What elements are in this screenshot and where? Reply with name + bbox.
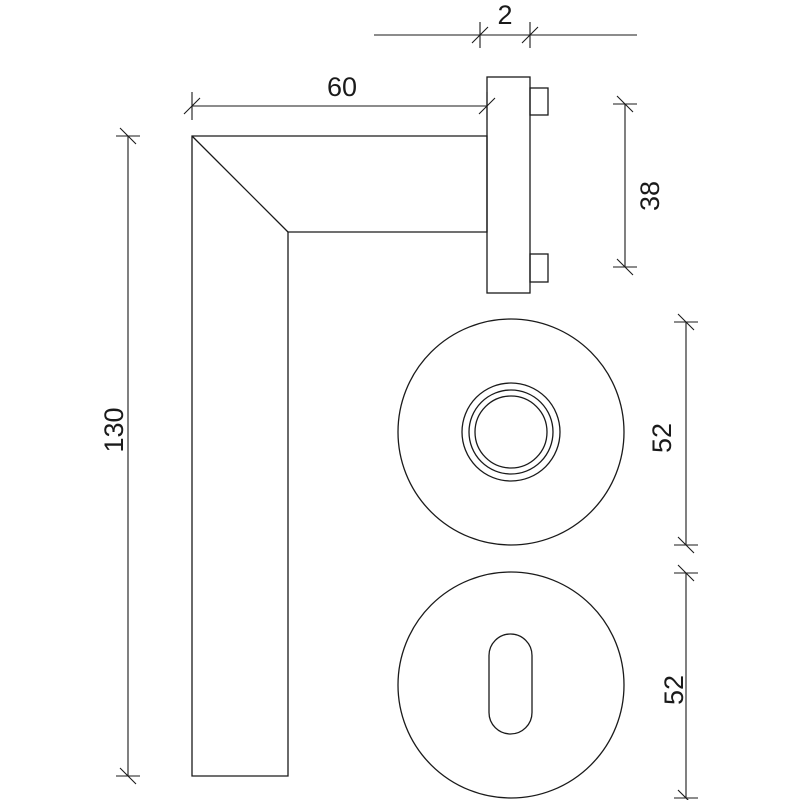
dimension-label-52-lower: 52 <box>659 675 689 705</box>
dimension-label-52-upper: 52 <box>647 423 677 453</box>
dimension-label-2: 2 <box>497 0 512 30</box>
rose-side-profile <box>486 76 549 294</box>
key-escutcheon <box>397 571 625 799</box>
lever-outline <box>191 135 488 777</box>
keyhole-slot <box>488 633 533 735</box>
mounting-pin-bottom <box>529 253 549 283</box>
handle-rosette <box>397 318 625 546</box>
handle-rosette-ring-outer <box>461 382 561 482</box>
lever-bevel-line <box>191 135 289 233</box>
dimension-rosette-diameter-upper: 52 <box>647 313 698 554</box>
rose-plate <box>486 76 531 294</box>
dimension-label-130: 130 <box>99 407 129 452</box>
dimension-rose-height: 38 <box>613 95 665 276</box>
dimension-lever-length: 130 <box>99 127 140 785</box>
mounting-pin-top <box>529 87 549 116</box>
dimension-rosette-thickness: 2 <box>374 0 637 48</box>
dimension-rosette-diameter-lower: 52 <box>659 564 698 800</box>
handle-rosette-ring-mid <box>468 389 554 475</box>
lever-handle <box>191 135 488 777</box>
handle-rosette-outer <box>397 318 625 546</box>
handle-rosette-ring-inner <box>474 395 548 469</box>
dimension-label-60: 60 <box>327 72 357 102</box>
escutcheon-outer <box>397 571 625 799</box>
dimension-lever-projection: 60 <box>183 72 496 120</box>
dimension-label-38: 38 <box>635 181 665 211</box>
